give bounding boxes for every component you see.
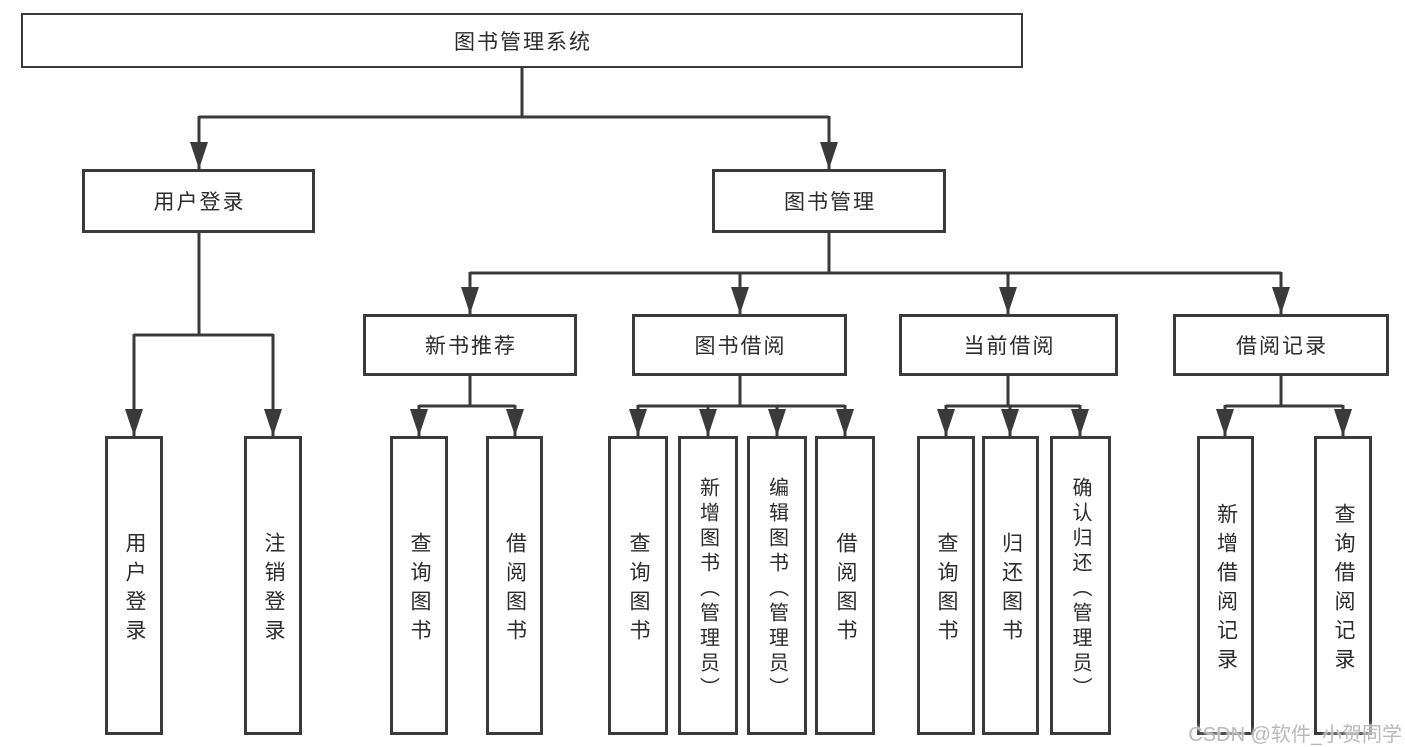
node-borrowing-records: 借阅记录 <box>1173 314 1389 376</box>
leaf-query-books-borrowing: 查询图书 <box>608 436 668 735</box>
connector-borrowing-records-children <box>1216 376 1352 436</box>
node-borrowing-records-label: 借阅记录 <box>1236 335 1328 358</box>
leaf-borrow-books-borrowing: 借阅图书 <box>815 436 875 735</box>
leaf-add-books-admin-label: 新增图书（管理员） <box>696 477 719 702</box>
node-new-book-recommend: 新书推荐 <box>363 314 577 376</box>
node-current-borrowing: 当前借阅 <box>899 314 1118 376</box>
leaf-query-books-current: 查询图书 <box>917 436 975 735</box>
leaf-query-borrow-record-label: 查询借阅记录 <box>1332 502 1355 677</box>
leaf-confirm-return-admin-label: 确认归还（管理员） <box>1069 477 1091 702</box>
leaf-add-borrow-record-label: 新增借阅记录 <box>1214 502 1238 677</box>
connector-current-borrowing-children <box>937 376 1089 436</box>
leaf-confirm-return-admin: 确认归还（管理员） <box>1050 436 1111 735</box>
leaf-query-books-borrowing-label: 查询图书 <box>627 531 650 648</box>
connector-book-management-to-level3 <box>461 233 1290 314</box>
node-book-management-label: 图书管理 <box>784 191 876 214</box>
leaf-borrow-books-borrowing-label: 借阅图书 <box>834 531 857 648</box>
leaf-edit-books-admin: 编辑图书（管理员） <box>747 436 807 735</box>
leaf-logout: 注销登录 <box>244 436 302 735</box>
leaf-query-books-recommend-label: 查询图书 <box>408 531 431 648</box>
node-user-login: 用户登录 <box>82 169 315 233</box>
node-library-system-label: 图书管理系统 <box>454 30 592 54</box>
leaf-add-borrow-record: 新增借阅记录 <box>1197 436 1254 735</box>
leaf-return-books: 归还图书 <box>982 436 1039 735</box>
leaf-user-login-label: 用户登录 <box>123 531 146 648</box>
node-user-login-label: 用户登录 <box>153 191 246 214</box>
leaf-query-books-recommend: 查询图书 <box>390 436 448 735</box>
leaf-edit-books-admin-label: 编辑图书（管理员） <box>765 477 788 702</box>
leaf-query-books-current-label: 查询图书 <box>935 531 958 648</box>
csdn-watermark: CSDN @软件_小贺同学 <box>1188 724 1402 746</box>
leaf-borrow-books-recommend: 借阅图书 <box>486 436 543 735</box>
leaf-query-borrow-record: 查询借阅记录 <box>1314 436 1372 735</box>
node-book-borrowing: 图书借阅 <box>632 314 847 376</box>
node-new-book-recommend-label: 新书推荐 <box>425 335 517 358</box>
node-current-borrowing-label: 当前借阅 <box>963 335 1056 358</box>
node-book-borrowing-label: 图书借阅 <box>694 335 787 358</box>
node-book-management: 图书管理 <box>712 169 946 233</box>
node-library-system: 图书管理系统 <box>21 13 1023 68</box>
connector-root-to-level2 <box>190 68 838 169</box>
connector-user-login-children <box>125 233 282 436</box>
leaf-logout-label: 注销登录 <box>262 531 285 648</box>
leaf-borrow-books-recommend-label: 借阅图书 <box>503 531 527 648</box>
connector-book-borrowing-children <box>629 376 854 436</box>
leaf-add-books-admin: 新增图书（管理员） <box>678 436 738 735</box>
connector-new-book-recommend-children <box>410 376 524 436</box>
leaf-return-books-label: 归还图书 <box>999 531 1023 648</box>
leaf-user-login: 用户登录 <box>105 436 163 735</box>
